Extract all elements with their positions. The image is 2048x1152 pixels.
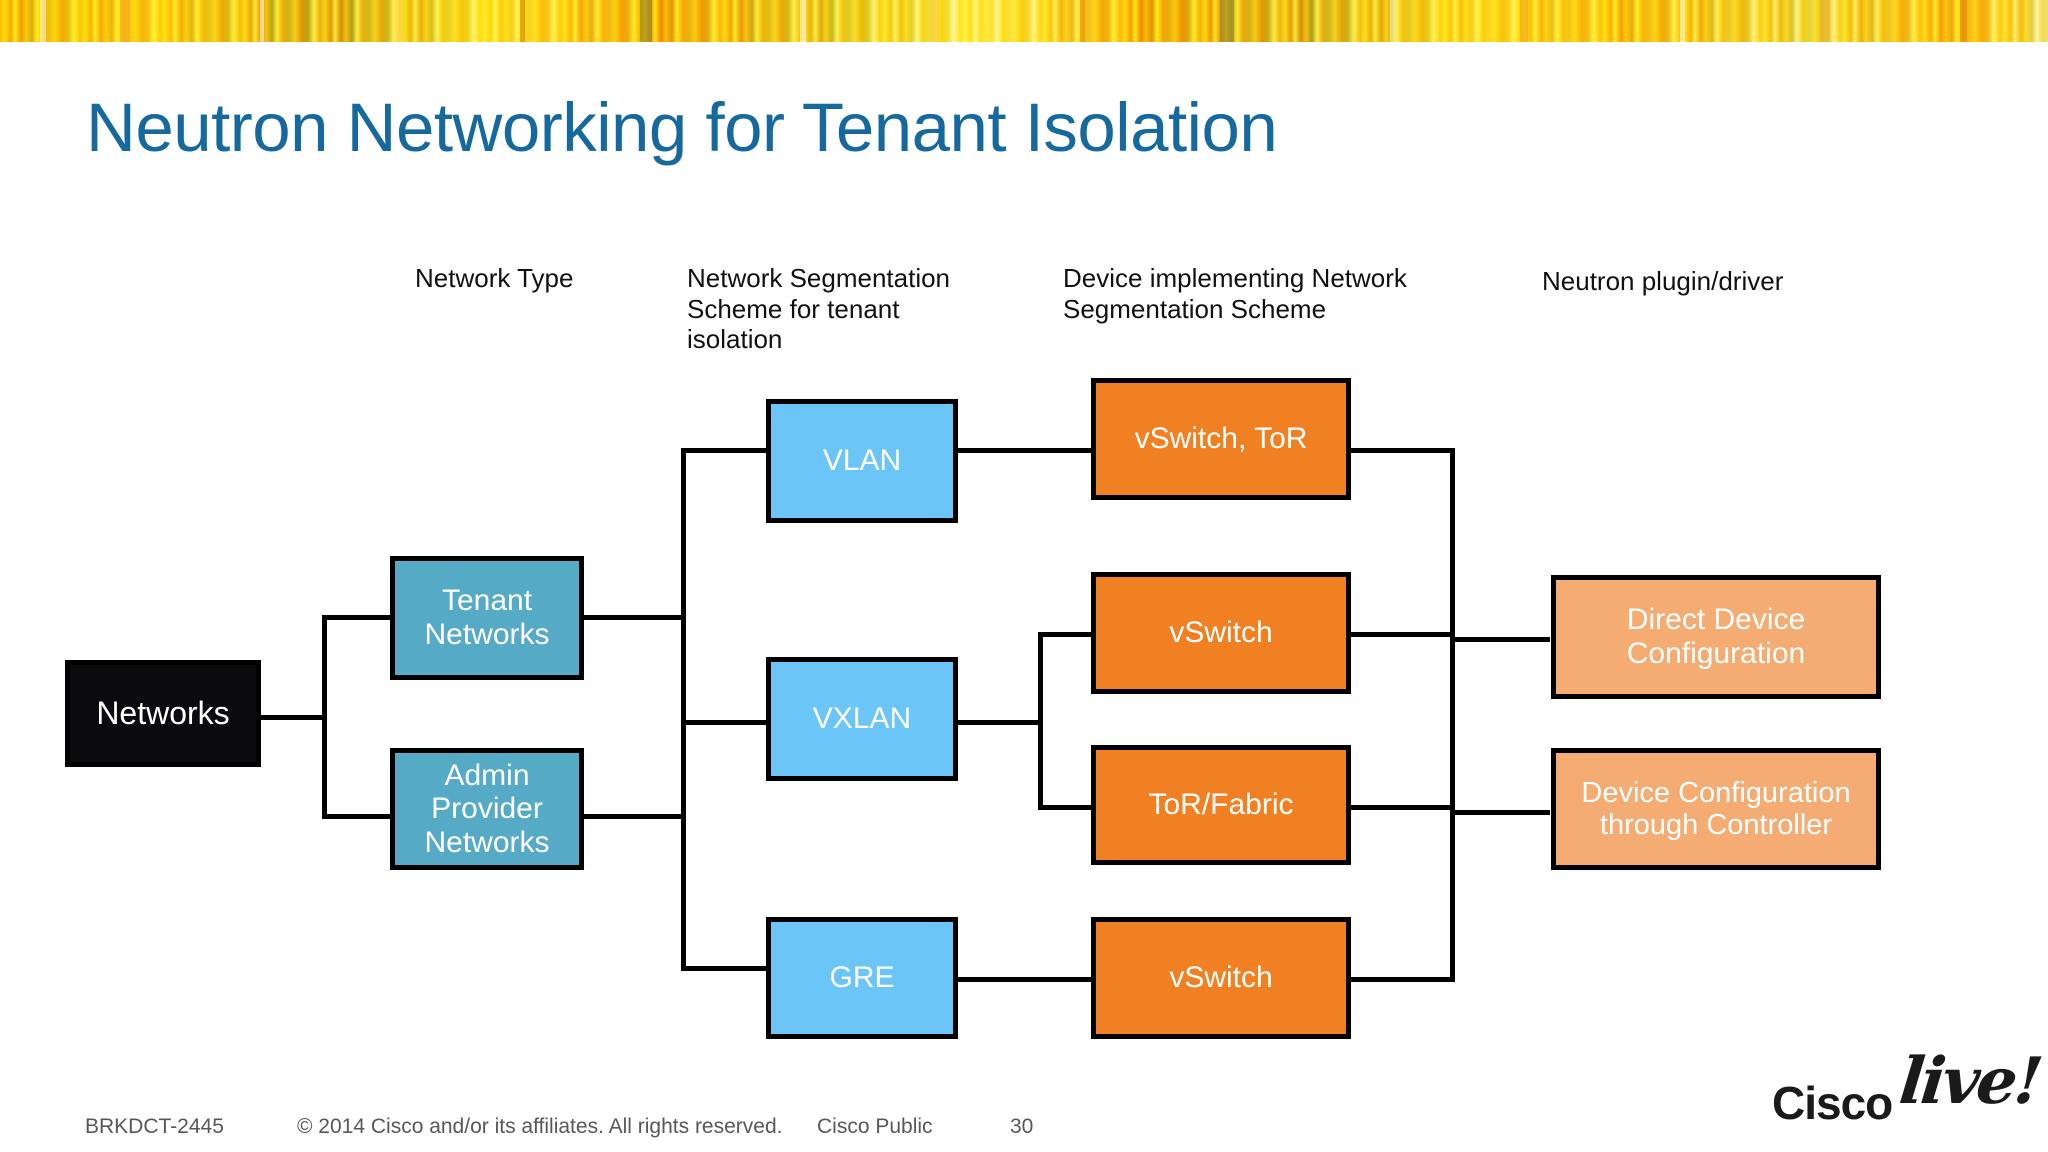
wire-root-to-tenant <box>322 615 392 620</box>
wire-tor-fabric-out <box>1347 805 1455 810</box>
wire-trunk-to-direct-device-config <box>1450 637 1550 642</box>
node-vswitch-tor[interactable]: vSwitch, ToR <box>1091 378 1351 500</box>
node-direct-device-configuration[interactable]: Direct Device Configuration <box>1551 575 1881 699</box>
wire-vxlan-to-tor-fabric <box>1038 805 1094 810</box>
node-device-configuration-through-controller[interactable]: Device Configuration through Controller <box>1551 748 1881 870</box>
wire-trunk-to-gre <box>681 966 769 971</box>
column-header-network-type: Network Type <box>415 263 574 293</box>
footer-copyright: © 2014 Cisco and/or its affiliates. All … <box>297 1115 783 1138</box>
node-tor-fabric[interactable]: ToR/Fabric <box>1091 745 1351 865</box>
node-tenant-networks[interactable]: Tenant Networks <box>390 556 584 680</box>
node-admin-provider-networks[interactable]: Admin Provider Networks <box>390 748 584 870</box>
footer-page-number: 30 <box>1010 1115 1034 1138</box>
column-header-line-3: isolation <box>687 324 783 355</box>
column-header-line-1: Network Segmentation <box>687 263 951 293</box>
column-header-device-implementing: Device implementing Network Segmentation… <box>1063 263 1483 324</box>
column-header-line-2: Segmentation Scheme <box>1063 293 1327 324</box>
wire-vxlan-to-vswitch <box>1038 632 1094 637</box>
wire-segmentation-trunk <box>681 448 686 971</box>
wire-trunk-to-vxlan <box>681 720 769 725</box>
wire-root-out <box>258 715 324 720</box>
wire-root-trunk <box>322 615 327 819</box>
wire-vswitch-bottom-out <box>1347 977 1455 982</box>
wire-vswitch-mid-out <box>1347 632 1455 637</box>
wire-tenant-out <box>580 615 684 620</box>
cisco-wordmark: Cisco <box>1772 1077 1893 1129</box>
wire-plugin-trunk <box>1450 448 1455 982</box>
footer-classification: Cisco Public <box>817 1115 933 1138</box>
wire-vlan-to-vswitch-tor <box>953 448 1093 453</box>
wire-vxlan-out <box>953 720 1041 725</box>
wire-admin-out <box>580 814 684 819</box>
wire-vxlan-branch-trunk <box>1038 632 1043 810</box>
decorative-top-banner <box>0 0 2048 42</box>
wire-gre-to-vswitch <box>953 977 1093 982</box>
column-header-line-1: Device implementing Network <box>1063 263 1407 293</box>
wire-vswitch-tor-out <box>1347 448 1455 453</box>
node-vxlan[interactable]: VXLAN <box>766 657 958 781</box>
node-vswitch-bottom[interactable]: vSwitch <box>1091 917 1351 1039</box>
wire-trunk-to-vlan <box>681 448 769 453</box>
wire-trunk-to-device-config-controller <box>1450 810 1550 815</box>
node-gre[interactable]: GRE <box>766 917 958 1039</box>
node-networks-root[interactable]: Networks <box>65 660 261 767</box>
page-title: Neutron Networking for Tenant Isolation <box>86 89 1278 166</box>
cisco-live-logo: Cisco live! <box>1772 1040 2044 1130</box>
live-wordmark: live! <box>1896 1044 2044 1119</box>
footer-session-id: BRKDCT-2445 <box>85 1115 224 1138</box>
wire-root-to-admin <box>322 814 392 819</box>
node-vlan[interactable]: VLAN <box>766 399 958 523</box>
column-header-line-2: Scheme for tenant <box>687 293 900 324</box>
column-header-network-segmentation-scheme: Network Segmentation Scheme for tenant i… <box>687 263 1017 355</box>
column-header-neutron-plugin-driver: Neutron plugin/driver <box>1542 266 1784 296</box>
node-vswitch-mid[interactable]: vSwitch <box>1091 572 1351 694</box>
